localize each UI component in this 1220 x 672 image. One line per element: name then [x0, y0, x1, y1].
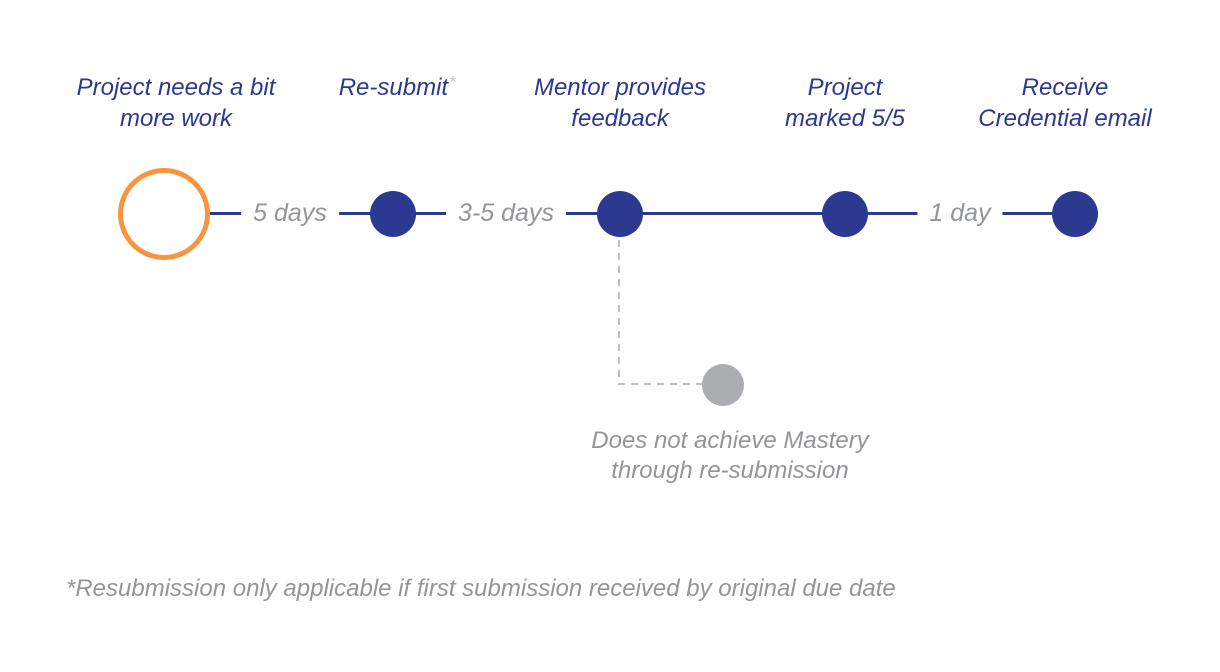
duration-label-3-5-days: 3-5 days — [446, 198, 566, 228]
branch-node-no-mastery — [702, 364, 744, 406]
node-label-line: Re-submit — [338, 74, 449, 101]
duration-label-5-days: 5 days — [241, 198, 339, 228]
node-label-line: Receive — [1021, 74, 1109, 101]
node-label-line: more work — [119, 105, 233, 132]
branch-label-line: through re-submission — [611, 457, 849, 484]
branch-label-line: Does not achieve Mastery — [591, 427, 869, 454]
timeline-node-mentor-feedback — [597, 191, 643, 237]
node-label-receive-credential: Receive Credential email — [935, 72, 1195, 134]
timeline-node-project-needs-work — [118, 168, 210, 260]
dashed-connector-horizontal — [618, 383, 702, 385]
node-label-project-needs-work: Project needs a bit more work — [46, 72, 306, 134]
dashed-connector-vertical — [618, 240, 620, 385]
node-label-line: Credential email — [978, 105, 1152, 132]
node-label-resubmit: Re-submit* — [267, 72, 527, 106]
timeline-connector-3 — [641, 212, 824, 215]
node-label-line: Project needs a bit — [76, 74, 276, 101]
node-label-line: Project — [807, 74, 883, 101]
timeline-node-project-marked — [822, 191, 868, 237]
node-label-project-marked: Project marked 5/5 — [715, 72, 975, 134]
node-label-mentor-feedback: Mentor provides feedback — [490, 72, 750, 134]
footnote-text: *Resubmission only applicable if first s… — [66, 575, 896, 602]
branch-label-no-mastery: Does not achieve Mastery through re-subm… — [545, 426, 915, 486]
node-label-line: marked 5/5 — [784, 105, 906, 132]
timeline-node-receive-credential — [1052, 191, 1098, 237]
node-label-line: Mentor provides — [533, 74, 707, 101]
duration-label-1-day: 1 day — [917, 198, 1003, 228]
node-label-line: feedback — [571, 105, 669, 132]
footnote-asterisk: * — [449, 74, 456, 91]
timeline-node-resubmit — [370, 191, 416, 237]
